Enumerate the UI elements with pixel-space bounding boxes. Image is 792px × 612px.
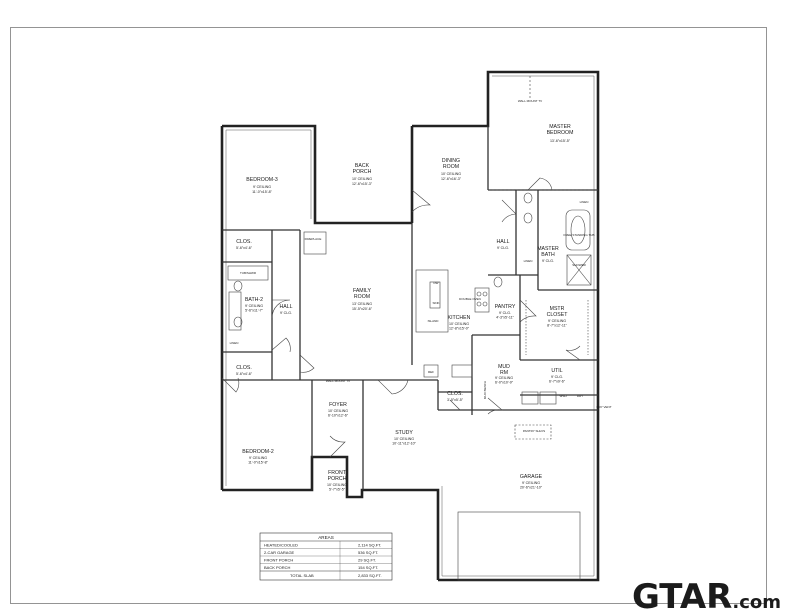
areas-row-label: BACK PORCH [264,565,291,570]
fixture-label-sink: SINK [432,301,439,305]
room-label-utility: UTIL [551,368,562,374]
room-label-study: STUDY [395,430,413,436]
svg-text:5'-6"x4'-6": 5'-6"x4'-6" [236,246,253,250]
room-label-hall-west: HALL [280,304,293,310]
svg-text:9' CLG.: 9' CLG. [542,259,554,263]
fixture-label-tub: FREE STANDING TUB [564,233,595,237]
room-label-hall-east: HALL [497,239,510,245]
room-label-foyer: FOYER [329,402,347,408]
fixture-labels: TUB/SHWR LINEN LINEN LINEN SHOWER FREE S… [230,99,612,433]
areas-row-value: 2,833 SQ.FT. [358,573,382,578]
fixture-label-tv-family: WALL MOUNT TV [326,379,350,383]
room-label-closet-study: CLOS. [447,391,463,397]
svg-text:9' CLG.4'-3"x5'-11": 9' CLG.4'-3"x5'-11" [496,311,515,320]
door-swings [221,177,581,458]
fixture-label-tub-shower: TUB/SHWR [240,271,257,275]
areas-row-label: FRONT PORCH [264,558,293,563]
sheet-border [10,27,767,604]
room-label-closet-bed2: CLOS. [236,365,252,371]
fixture-label-fireplace: FIREPLACE [305,237,322,241]
fixture-label-dishwasher: DW [434,281,439,285]
areas-table: AREAS HEATED/COOLED 2,114 SQ.FT. 2-CAR G… [259,532,393,581]
fixture-label-pantry-shelves: PANTRY SHLVS [523,429,545,433]
svg-text:5'-6"x4'-6": 5'-6"x4'-6" [236,372,253,376]
areas-row-value: 29 SQ.FT. [358,558,376,563]
room-label-closet-bed3: CLOS. [236,239,252,245]
areas-row-label: TOTAL SLAB [290,573,314,578]
gtar-watermark-logo: GTAR.com [632,577,781,612]
areas-row-value: 154 SQ.FT. [358,565,378,570]
areas-table-title: AREAS [318,535,334,540]
areas-row-label: HEATED/COOLED [264,543,298,548]
svg-text:9' CLG.6'-7"x9'-6": 9' CLG.6'-7"x9'-6" [549,375,566,384]
svg-text:9' CLG.: 9' CLG. [497,246,509,250]
fixture-label-linen-hall: LINEN [524,259,533,263]
svg-text:13'-6"x15'-5": 13'-6"x15'-5" [550,139,571,143]
room-label-bedroom-2: BEDROOM-2 [242,449,274,455]
fixture-label-ref: REF [428,370,434,374]
room-label-garage: GARAGE [520,474,543,480]
room-label-pantry: PANTRY [495,304,516,310]
room-label-kitchen: KITCHEN [448,315,471,321]
fixture-label-washer: WSH [560,394,567,398]
areas-row-value: 2,114 SQ.FT. [358,543,381,548]
room-label-bath-2: BATH-2 [245,297,263,303]
fixture-label-island: ISLAND [428,319,440,323]
areas-row-label: 2-CAR GARAGE [264,550,295,555]
room-label-bedroom-3: BEDROOM-3 [246,177,278,183]
fixture-label-dryer: DRY [577,394,583,398]
fixture-label-double-oven: DOUBLE OVEN [459,297,481,301]
fixture-label-tv-master: WALL MOUNT TV [518,99,542,103]
interior-walls [222,126,598,490]
fixture-label-dry-vent: DRY VENT [596,405,611,409]
fixture-label-linen-master: LINEN [580,200,589,204]
svg-text:3'-5"x5'-5": 3'-5"x5'-5" [447,398,464,402]
fixture-label-linen-bath: LINEN [230,341,239,345]
exterior-walls [220,70,600,582]
areas-row-value: 536 SQ.FT. [358,550,378,555]
fixture-label-shower: SHOWER [572,263,586,267]
svg-text:9' CLG.: 9' CLG. [280,311,292,315]
fixture-label-mud-bench: MUD BENCH [483,381,487,399]
fixture-drawings [227,76,598,581]
